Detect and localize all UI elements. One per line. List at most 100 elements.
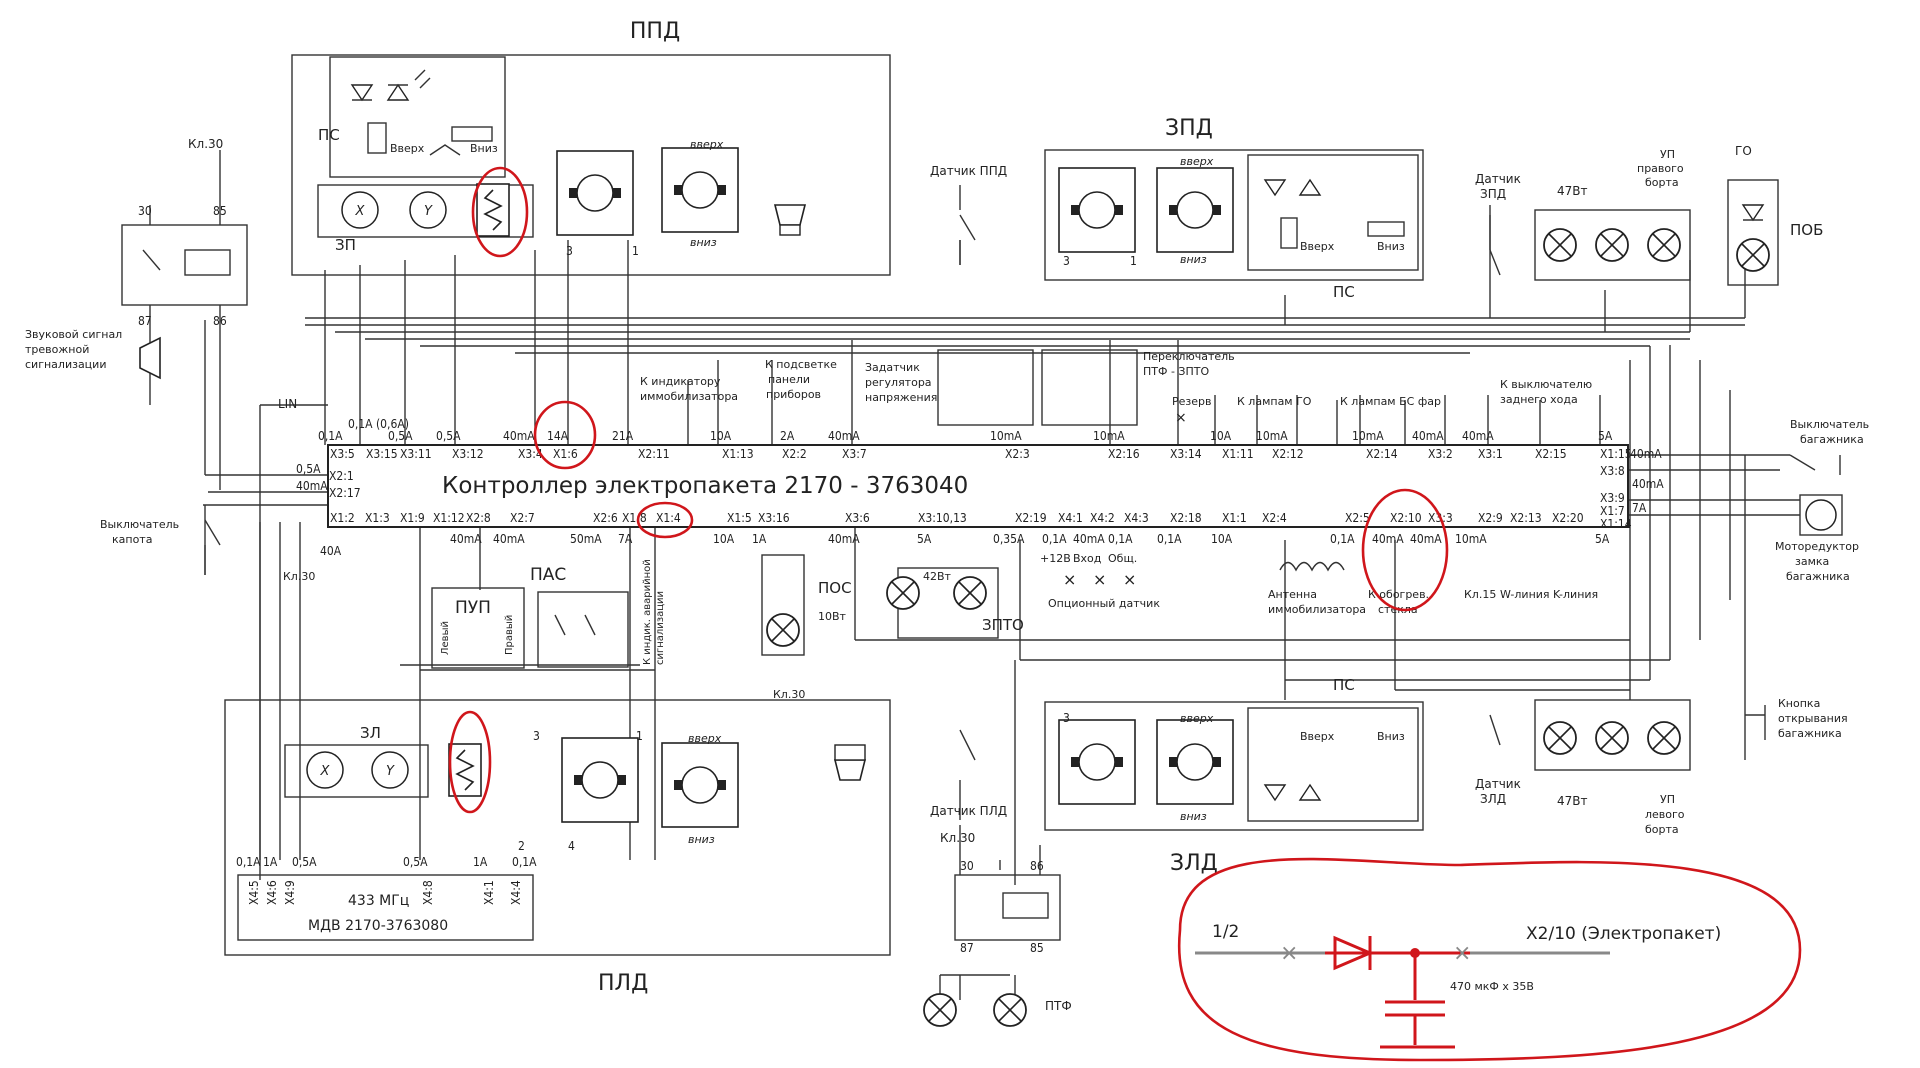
svg-text:X3:9: X3:9 bbox=[1600, 491, 1625, 505]
svg-text:40mA: 40mA bbox=[828, 532, 860, 546]
svg-text:X2:8: X2:8 bbox=[466, 511, 491, 525]
svg-text:86: 86 bbox=[1030, 859, 1044, 873]
svg-text:Кл.15: Кл.15 bbox=[1464, 588, 1496, 601]
controller-top-pins: X3:5 X3:15 X3:11 X3:12 X3:4 X1:6 X2:11 X… bbox=[330, 447, 1632, 461]
ptf-label: ПТФ bbox=[1045, 999, 1072, 1013]
controller-right-pins: X3:8 X3:9 X1:7 X1:14 40mA 40mA 7A bbox=[1600, 447, 1664, 531]
lock-motor-label-1: Моторедуктор bbox=[1775, 540, 1859, 553]
svg-text:10mA: 10mA bbox=[1093, 429, 1125, 443]
svg-text:X3:1: X3:1 bbox=[1478, 447, 1503, 461]
hood-switch-label-2: капота bbox=[112, 533, 152, 546]
zld-label: ЗЛД bbox=[1170, 851, 1218, 876]
svg-text:X1:8: X1:8 bbox=[622, 511, 647, 525]
up-left-lamps: 47Вт УП левого борта bbox=[1534, 699, 1691, 836]
capacitor-label: 470 мкФ x 35В bbox=[1450, 980, 1534, 993]
svg-text:10A: 10A bbox=[710, 429, 732, 443]
svg-text:X3:2: X3:2 bbox=[1428, 447, 1453, 461]
pos-w10-label: 10Вт bbox=[818, 610, 847, 623]
svg-text:вниз: вниз bbox=[688, 833, 715, 846]
up-left-label-3: борта bbox=[1645, 823, 1679, 836]
optional-sensor: +12В Вход Общ. × × × Опционный датчик bbox=[1040, 552, 1160, 610]
svg-text:X4:5: X4:5 bbox=[247, 880, 261, 905]
lock-motor-label-2: замка bbox=[1795, 555, 1829, 568]
svg-text:X3:16: X3:16 bbox=[758, 511, 790, 525]
pob-block: ГО ПОБ bbox=[1727, 144, 1823, 286]
trunk-button-label-1: Кнопка bbox=[1778, 697, 1820, 710]
svg-text:X1:1: X1:1 bbox=[1222, 511, 1247, 525]
diode-icon bbox=[1333, 935, 1374, 971]
diag-lines: Кл.15 W-линия K-линия bbox=[1464, 588, 1598, 601]
svg-text:85: 85 bbox=[213, 204, 227, 218]
svg-text:X2:10: X2:10 bbox=[1390, 511, 1422, 525]
bs-lamps-label: К лампам БС фар bbox=[1340, 395, 1441, 408]
sensor-ppd-label: Датчик ППД bbox=[930, 164, 1007, 178]
svg-text:3: 3 bbox=[533, 729, 540, 743]
svg-text:10A: 10A bbox=[713, 532, 735, 546]
sensor-pld-label: Датчик ПЛД bbox=[930, 804, 1007, 818]
svg-text:40mA: 40mA bbox=[1462, 429, 1494, 443]
svg-text:X2:14: X2:14 bbox=[1366, 447, 1398, 461]
trunk-button: Кнопка открывания багажника bbox=[1745, 697, 1848, 740]
svg-text:×: × bbox=[1093, 570, 1106, 589]
zpd-ps-label: ПС bbox=[1333, 283, 1355, 301]
controller-title: Контроллер электропакета 2170 - 3763040 bbox=[442, 473, 968, 499]
svg-text:X3:14: X3:14 bbox=[1170, 447, 1202, 461]
hood-switch-label-1: Выключатель bbox=[100, 518, 179, 531]
zld-lock-motor-icon bbox=[1058, 719, 1136, 805]
zld-ps-label: ПС bbox=[1333, 676, 1355, 694]
svg-text:40mA: 40mA bbox=[1372, 532, 1404, 546]
window-down-label: вниз bbox=[690, 236, 717, 249]
trunk-switch: Выключатель багажника bbox=[1789, 418, 1869, 475]
cut-mark-left: × bbox=[1280, 941, 1298, 966]
svg-text:3: 3 bbox=[1063, 711, 1070, 725]
svg-text:X4:2: X4:2 bbox=[1090, 511, 1115, 525]
svg-text:87: 87 bbox=[960, 941, 974, 955]
pld-block: ПЛД ЗЛ X Y вверх вниз 3 1 2 4 433 МГц МД… bbox=[224, 699, 891, 996]
svg-text:X2:1: X2:1 bbox=[329, 469, 354, 483]
annotation-left-label: 1/2 bbox=[1212, 922, 1239, 942]
svg-text:40mA: 40mA bbox=[1073, 532, 1105, 546]
svg-text:X2:20: X2:20 bbox=[1552, 511, 1584, 525]
alarm-relay: Кл.30 30 85 87 86 Звуковой сигнал тревож… bbox=[25, 137, 248, 380]
controller-box: Контроллер электропакета 2170 - 3763040 … bbox=[278, 397, 1629, 528]
annotation-right-label: X2/10 (Электропакет) bbox=[1526, 924, 1721, 944]
svg-text:0,1A: 0,1A bbox=[1042, 532, 1067, 546]
svg-text:5A: 5A bbox=[1598, 429, 1613, 443]
controller-bottom-pins: X1:2 X1:3 X1:9 X1:12 X2:8 X2:7 X2:6 X1:8… bbox=[330, 511, 1584, 525]
zpto-block: 42Вт ЗПТО bbox=[886, 567, 1024, 639]
svg-text:30: 30 bbox=[138, 204, 152, 218]
svg-text:40mA: 40mA bbox=[450, 532, 482, 546]
svg-text:0,1A: 0,1A bbox=[1108, 532, 1133, 546]
svg-text:X3:5: X3:5 bbox=[330, 447, 355, 461]
svg-text:X3:10,13: X3:10,13 bbox=[918, 511, 967, 525]
svg-text:1: 1 bbox=[636, 729, 643, 743]
svg-text:10A: 10A bbox=[1210, 429, 1232, 443]
annotation-circuit: × × 1/2 X2/10 (Электропакет) 470 мкФ x 3… bbox=[1177, 857, 1802, 1062]
pld-label: ПЛД bbox=[598, 971, 648, 996]
zpd-block: ЗПД вверх вниз ПС Вверх Вниз 3 1 bbox=[1044, 116, 1424, 301]
pld-speaker bbox=[833, 744, 867, 781]
svg-text:10mA: 10mA bbox=[1455, 532, 1487, 546]
alarm-ind-label-1: К индик. аварийной bbox=[642, 559, 653, 665]
panel-light-label-3: приборов bbox=[766, 388, 821, 401]
svg-text:2: 2 bbox=[518, 839, 525, 853]
sound-signal-label-1: Звуковой сигнал bbox=[25, 328, 122, 341]
lock-motor-label-3: багажника bbox=[1786, 570, 1850, 583]
svg-text:7A: 7A bbox=[618, 532, 633, 546]
wiring bbox=[149, 150, 1800, 1000]
svg-text:40mA: 40mA bbox=[1410, 532, 1442, 546]
svg-text:0,1A: 0,1A bbox=[1157, 532, 1182, 546]
svg-text:0,1A: 0,1A bbox=[1330, 532, 1355, 546]
svg-text:X4:8: X4:8 bbox=[421, 880, 435, 905]
lock-motor: Моторедуктор замка багажника bbox=[1775, 494, 1859, 583]
immo-ind-label-2: иммобилизатора bbox=[640, 390, 738, 403]
svg-text:5A: 5A bbox=[1595, 532, 1610, 546]
svg-text:X4:3: X4:3 bbox=[1124, 511, 1149, 525]
svg-text:X2:17: X2:17 bbox=[329, 486, 361, 500]
svg-text:0,5A: 0,5A bbox=[296, 462, 321, 476]
ps-up-label: Вверх bbox=[390, 142, 425, 155]
svg-text:X2:18: X2:18 bbox=[1170, 511, 1202, 525]
svg-text:вверх: вверх bbox=[1180, 712, 1214, 725]
sensor-zpd-label-2: ЗПД bbox=[1480, 187, 1506, 201]
svg-text:30: 30 bbox=[960, 859, 974, 873]
